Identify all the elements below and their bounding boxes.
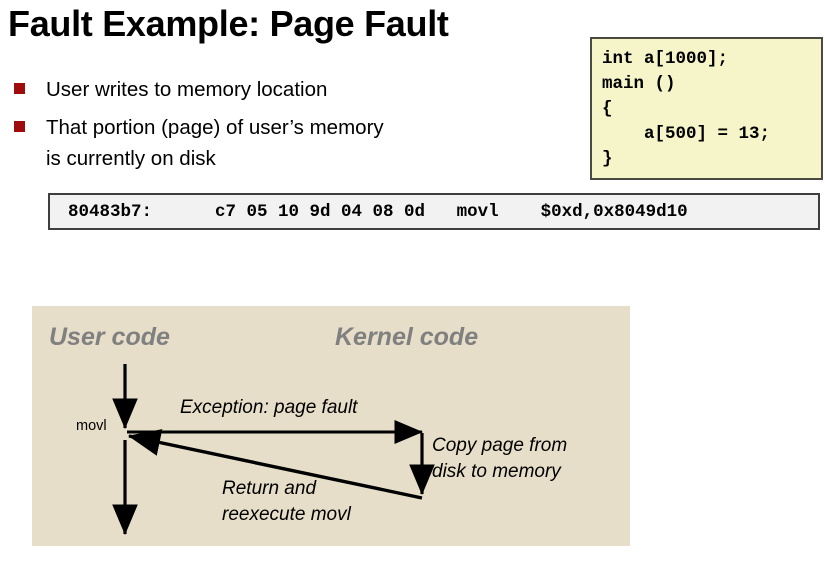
page-title: Fault Example: Page Fault [8, 3, 449, 44]
bullet-square-icon [14, 83, 25, 94]
column-heading-kernel-code: Kernel code [335, 323, 479, 351]
code-line: } [602, 149, 613, 169]
movl-instruction-label: movl [76, 418, 107, 434]
column-heading-user-code: User code [49, 323, 170, 351]
list-item-line-1: That portion (page) of user’s memory [46, 116, 384, 139]
diagram-arrows [112, 364, 435, 535]
return-arrow [128, 429, 423, 500]
source-code-box: int a[1000]; main () { a[500] = 13; } [590, 37, 823, 180]
disassembly-text: 80483b7: c7 05 10 9d 04 08 0d movl $0xd,… [68, 201, 688, 222]
copy-page-label: Copy page from disk to memory [432, 433, 567, 485]
list-item-label: That portion (page) of user’s memory is … [46, 112, 520, 174]
code-line: main () [602, 74, 676, 94]
return-label-line-1: Return and [222, 478, 317, 499]
list-item-label: User writes to memory location [46, 78, 328, 101]
bullet-list: User writes to memory location That port… [0, 74, 520, 181]
list-item: User writes to memory location [0, 74, 520, 105]
code-line: a[500] = 13; [602, 124, 771, 144]
exception-arrow-label: Exception: page fault [180, 397, 358, 418]
return-label-line-2: reexecute movl [222, 504, 351, 525]
code-line: { [602, 99, 613, 119]
copy-page-label-line-2: disk to memory [432, 461, 561, 482]
copy-page-label-line-1: Copy page from [432, 435, 568, 456]
bullet-square-icon [14, 121, 25, 132]
disassembly-bar: 80483b7: c7 05 10 9d 04 08 0d movl $0xd,… [48, 193, 820, 230]
list-item: That portion (page) of user’s memory is … [0, 112, 520, 174]
code-line: int a[1000]; [602, 49, 729, 69]
return-arrow-label: Return and reexecute movl [222, 476, 351, 528]
list-item-line-2: is currently on disk [46, 147, 216, 170]
page-fault-timeline-diagram: User code Kernel code movl Exception: pa… [32, 306, 630, 546]
